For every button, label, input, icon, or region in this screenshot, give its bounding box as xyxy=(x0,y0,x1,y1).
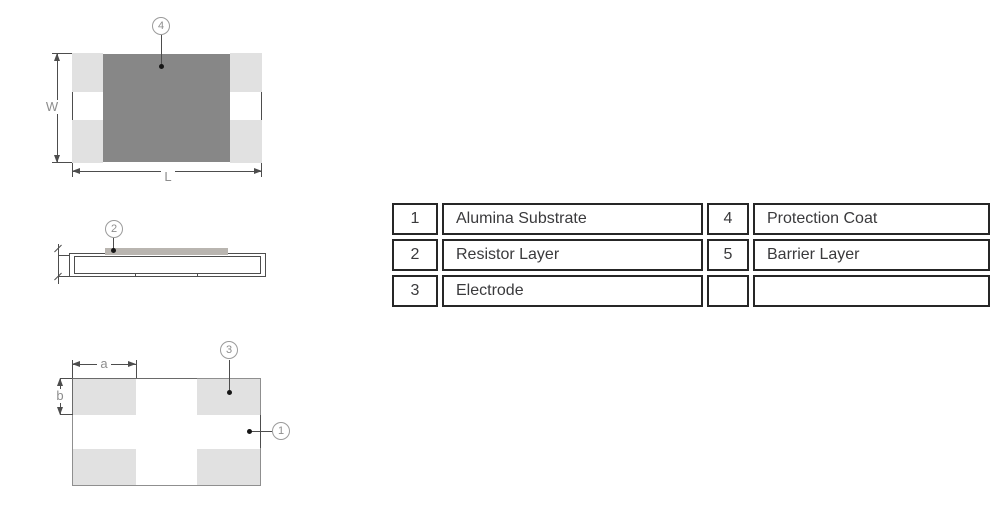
callout-3-dot xyxy=(227,390,232,395)
legend-label-cell: Protection Coat xyxy=(753,203,990,235)
dim-a-extension-right xyxy=(136,360,137,378)
callout-1-leader-line xyxy=(249,431,272,432)
dim-w-extension-top xyxy=(52,53,72,54)
top-view-left-edge xyxy=(72,92,73,120)
callout-2-balloon: 2 xyxy=(105,220,123,238)
legend-number-cell: 4 xyxy=(707,203,749,235)
dim-label-b: b xyxy=(53,389,67,403)
callout-3-leader-line xyxy=(229,360,230,392)
dim-b-arrow-bottom xyxy=(57,407,63,415)
dim-l-extension-right xyxy=(261,163,262,177)
resistor-layer-strip xyxy=(105,248,228,255)
dim-a-extension-left xyxy=(72,360,73,378)
callout-4-dot xyxy=(159,64,164,69)
bottom-view-left-edge xyxy=(72,378,73,415)
bottom-view-top-edge xyxy=(72,378,197,379)
legend-number-cell: 1 xyxy=(392,203,438,235)
dim-label-l: L xyxy=(161,170,175,184)
callout-1-balloon: 1 xyxy=(272,422,290,440)
top-view-right-edge xyxy=(261,92,262,120)
callout-1-dot xyxy=(247,429,252,434)
legend-row: 1 Alumina Substrate 4 Protection Coat xyxy=(392,203,990,235)
dim-w-extension-bottom xyxy=(52,162,72,163)
dim-b-extension-top xyxy=(60,378,72,379)
side-view-bottom-notch-left xyxy=(135,273,136,277)
side-view-substrate-outline xyxy=(74,256,261,274)
dim-b-extension-bottom xyxy=(60,414,73,415)
legend-label-cell: Electrode xyxy=(442,275,703,307)
dim-thickness-line xyxy=(58,244,59,284)
legend-row: 2 Resistor Layer 5 Barrier Layer xyxy=(392,239,990,271)
callout-2-dot xyxy=(111,248,116,253)
legend-label-cell: Barrier Layer xyxy=(753,239,990,271)
legend-number-cell: 5 xyxy=(707,239,749,271)
legend-label-cell: Resistor Layer xyxy=(442,239,703,271)
callout-3-balloon: 3 xyxy=(220,341,238,359)
top-view-pad-top-right xyxy=(230,53,262,92)
legend-label-cell xyxy=(753,275,990,307)
dim-label-w: W xyxy=(45,99,59,114)
bottom-view-pad-bottom-right xyxy=(197,449,260,485)
dim-thickness-extension-top xyxy=(58,255,69,256)
dim-thickness-extension-bottom xyxy=(58,276,69,277)
dim-l-arrow-right xyxy=(254,168,262,174)
dim-l-extension-left xyxy=(72,163,73,177)
dim-label-a: a xyxy=(97,357,111,371)
dim-w-arrow-top xyxy=(54,53,60,61)
bottom-view-pad-top-right xyxy=(197,379,260,415)
dim-a-arrow-left xyxy=(72,361,80,367)
top-view-pad-bottom-right xyxy=(230,120,262,163)
protection-coat-area xyxy=(103,54,230,162)
callout-4-balloon: 4 xyxy=(152,17,170,35)
legend-table: 1 Alumina Substrate 4 Protection Coat 2 … xyxy=(388,199,994,311)
side-view-bottom-notch-right xyxy=(197,273,198,277)
dim-a-arrow-right xyxy=(128,361,136,367)
dim-w-arrow-bottom xyxy=(54,155,60,163)
legend-number-cell: 3 xyxy=(392,275,438,307)
bottom-view-pad-bottom-left xyxy=(73,449,136,485)
bottom-view-pad-top-left xyxy=(73,379,136,415)
legend-number-cell xyxy=(707,275,749,307)
top-view-pad-top-left xyxy=(72,53,103,92)
top-view-pad-bottom-left xyxy=(72,120,103,163)
legend-label-cell: Alumina Substrate xyxy=(442,203,703,235)
callout-2-leader-line xyxy=(113,238,114,250)
dim-l-arrow-left xyxy=(72,168,80,174)
legend-number-cell: 2 xyxy=(392,239,438,271)
legend-row: 3 Electrode xyxy=(392,275,990,307)
dim-b-arrow-top xyxy=(57,378,63,386)
callout-4-leader-line xyxy=(161,35,162,67)
